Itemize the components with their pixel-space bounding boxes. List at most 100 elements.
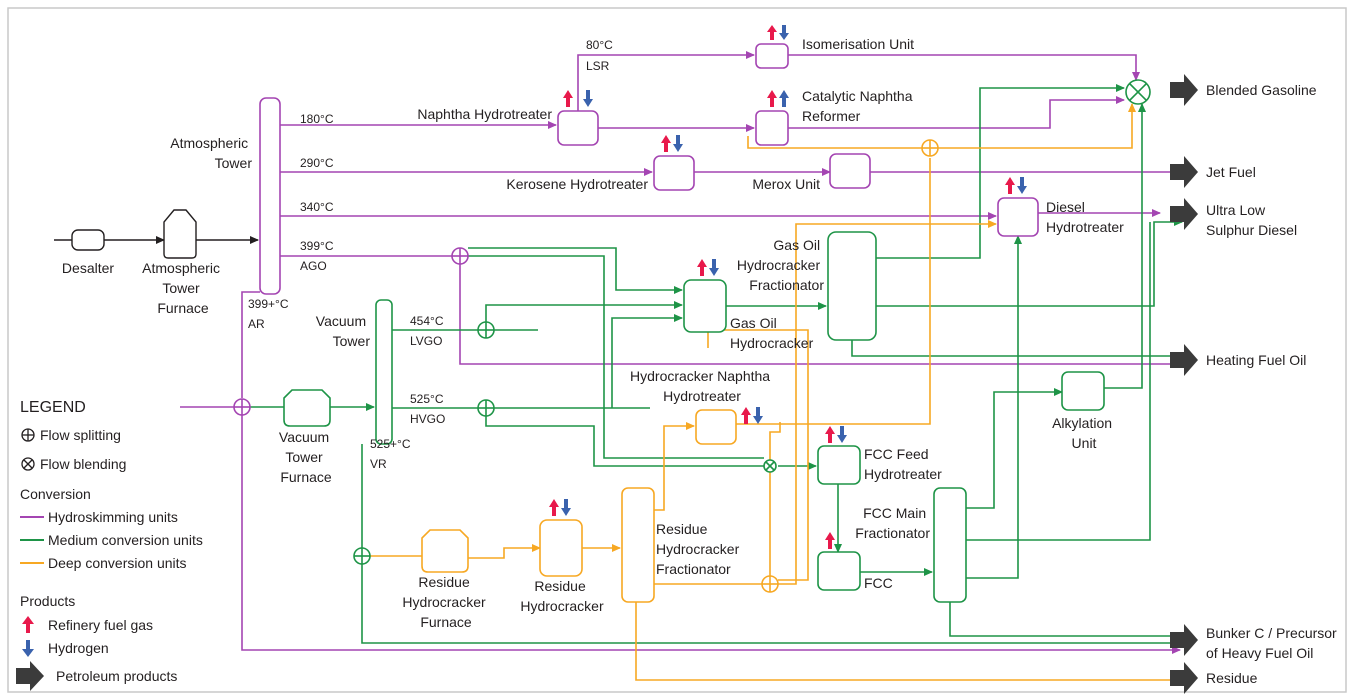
naphtha-flow-splitting-icon [921,139,939,157]
fcc-frac-to-dht-line [966,235,1022,579]
rhc-split-to-dht-line [778,220,997,585]
hvgo-flow-splitting-icon [477,399,495,417]
gas-oil-hydrocracker-label: Gas Oil Hydrocracker [730,315,814,351]
ago-label: AGO [300,259,327,273]
vacuum-tower-unit [375,299,393,445]
bunker-c-label: Bunker C / Precursor of Heavy Fuel Oil [1206,625,1341,661]
ulsd-product-icon [1170,198,1198,230]
legend-hydrogen: Hydrogen [48,640,109,656]
gohc-frac-to-heating-oil-line [851,340,1181,360]
lvgo-temp-label: 454°C [410,314,444,328]
lvgo-to-gohc-line [485,301,683,322]
ar-stream-line [241,291,260,398]
petroleum-products-icon [16,661,44,691]
rhc-gas-icons [549,499,571,516]
legend-products-title: Products [20,593,75,609]
flow-splitting-icon [21,428,35,442]
legend-medium-conversion: Medium conversion units [48,532,203,548]
isomerisation-label: Isomerisation Unit [802,36,914,52]
fcc-unit [817,551,861,591]
residue-hc-fractionator-unit [621,487,655,603]
fcc-gas-icons [825,532,835,549]
ar-label: AR [248,317,265,331]
furnace-to-rhc-line [468,544,541,559]
residue-product-label: Residue [1206,670,1258,686]
gas-oil-hydrocracker-unit [683,279,727,333]
fcc-feed-ht-gas-icons [825,426,847,443]
jet-fuel-label: Jet Fuel [1206,164,1256,180]
hydrogen-icon [22,640,34,657]
rhc-frac-to-naphtha-ht-line [654,422,695,511]
atmospheric-furnace-label: Atmospheric Tower Furnace [142,260,224,316]
diesel-hydrotreater-unit [997,197,1039,237]
lsr-stream-line [577,51,755,111]
lsr-temp-label: 80°C [586,38,613,52]
hvgo-temp-label: 525°C [410,392,444,406]
heating-fuel-oil-product-icon [1170,344,1198,376]
legend-flow-blending: Flow blending [40,456,126,472]
isomerisation-unit [755,43,789,69]
gasoline-flow-blending-icon [1125,79,1151,105]
split-to-reformer-line [747,136,922,149]
naphtha-hydrotreater-label: Naphtha Hydrotreater [417,106,552,122]
legend-title: LEGEND [20,399,86,416]
kerosene-temp-label: 290°C [300,156,334,170]
ago-flow-splitting-icon [451,247,469,265]
legend-petroleum-products: Petroleum products [56,668,177,684]
diagram-border [7,7,1347,693]
ago-to-heating-oil-line [459,264,1181,368]
rhc-flow-splitting-icon [761,575,779,593]
residue-hc-fractionator-label: Residue Hydrocracker Fractionator [656,521,743,577]
dht-gas-icons [1005,177,1027,194]
legend-conversion-title: Conversion [20,486,91,502]
gas-oil-hc-fractionator-label: Gas Oil Hydrocracker Fractionator [737,237,824,293]
refinery-fuel-gas-icon [22,616,34,633]
kerosene-hydrotreater-label: Kerosene Hydrotreater [506,176,648,192]
catalytic-reformer-label: Catalytic Naphtha Reformer [802,88,916,124]
vacuum-tower-label: Vacuum Tower [316,313,371,349]
lsr-label: LSR [586,59,610,73]
vr-temp-label: 525+°C [370,437,411,451]
atmospheric-tower-unit [259,97,281,295]
alky-to-blend-line [1104,103,1146,389]
desalter-unit [71,229,105,251]
ago-to-blend-line [468,255,764,459]
hvgo-to-blend-line [485,416,764,467]
vr-to-bunker-line [361,564,1181,647]
residue-hydrocracker-unit [539,519,583,577]
hc-naphtha-hydrotreater-unit [695,409,737,445]
hcnht-gas-icons [741,407,763,424]
merox-label: Merox Unit [752,176,820,192]
vr-label: VR [370,457,387,471]
ulsd-label: Ultra Low Sulphur Diesel [1206,202,1297,238]
heating-fuel-oil-label: Heating Fuel Oil [1206,352,1306,368]
fcc-frac-to-diesel-line [966,222,1151,541]
atmospheric-furnace-unit [163,209,197,259]
gohc-frac-to-blend-line [876,84,1125,259]
ago-to-gohc-line [468,247,683,294]
ar-temp-label: 399+°C [248,297,289,311]
gohc-gas-icons [697,259,719,276]
lvgo-flow-splitting-icon [477,321,495,339]
gohc-frac-to-ulsd-line [876,218,1183,307]
atmospheric-tower-label: Atmospheric Tower [170,135,252,171]
fcc-label: FCC [864,575,893,591]
reformer-gas-icons [767,90,789,107]
isom-to-blend-line [788,54,1140,81]
isom-gas-icons [767,25,789,40]
unit-gas-indicators [549,25,1027,549]
ar-flow-splitting-icon [233,398,251,416]
fcc-frac-to-bunker-line [949,602,1181,640]
naphtha-temp-label: 180°C [300,112,334,126]
fcc-feed-hydrotreater-unit [817,445,861,485]
residue-hc-furnace-unit [421,529,469,573]
vr-flow-splitting-icon [353,547,371,565]
fcc-feed-flow-blending-icon [763,459,777,473]
ar-to-bunker-line [241,415,1181,654]
legend-hydroskimming: Hydroskimming units [48,509,178,525]
fcc-feed-hydrotreater-label: FCC Feed Hydrotreater [864,446,942,482]
nht-gas-icons [563,90,593,107]
merox-unit [829,153,871,189]
split-to-blend-line [938,103,1136,149]
flow-blending-icon [21,457,35,471]
